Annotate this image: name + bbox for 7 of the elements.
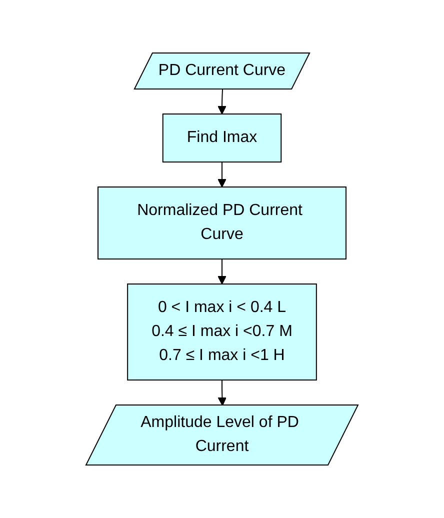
node-box: Find Imax <box>162 114 282 162</box>
arrow <box>218 162 226 188</box>
node-box: 0 < I max i < 0.4 L 0.4 ≤ I max i <0.7 M 0.7 ≤ I max i <1 H <box>127 284 317 380</box>
arrow <box>218 89 226 114</box>
node-box: Normalized PD Current Curve <box>98 186 346 260</box>
arrow <box>218 380 227 406</box>
arrow <box>218 258 226 284</box>
